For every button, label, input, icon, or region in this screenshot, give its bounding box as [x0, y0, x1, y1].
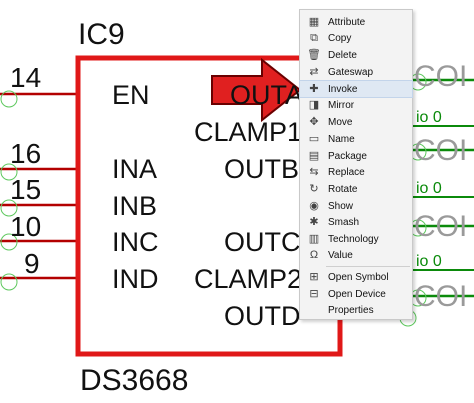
- net-label: COI: [414, 60, 468, 93]
- part-value-label: DS3668: [80, 364, 189, 397]
- menu-item-open-device[interactable]: ⊟ Open Device: [300, 286, 412, 302]
- net-label: COI: [414, 134, 468, 167]
- mirror-icon: ◨: [308, 98, 320, 111]
- pin-number-label: 16: [10, 138, 42, 169]
- menu-item-smash[interactable]: ✱ Smash: [300, 214, 412, 230]
- io-label: io 0: [416, 109, 442, 126]
- menu-item-technology[interactable]: ▥ Technology: [300, 231, 412, 247]
- context-menu: ▦ Attribute ⧉ Copy 🗑 Delete ⇄ Gateswap ✚…: [299, 9, 413, 320]
- menu-item-gateswap[interactable]: ⇄ Gateswap: [300, 64, 412, 80]
- io-label: io 0: [416, 253, 442, 270]
- menu-item-delete[interactable]: 🗑 Delete: [307, 48, 357, 61]
- pin-connection-circle: [0, 233, 18, 251]
- menu-item-replace[interactable]: ⇆ Replace: [300, 164, 412, 180]
- pin-name-label: INA: [112, 154, 158, 184]
- move-icon: ✥: [309, 115, 319, 128]
- menu-item-rotate[interactable]: ↻ Rotate: [300, 181, 412, 197]
- pin-name-label: OUTD: [224, 301, 301, 331]
- menu-item-copy[interactable]: ⧉ Copy: [300, 30, 412, 46]
- net-label: COI: [414, 210, 468, 243]
- pin-number-label: 9: [24, 248, 40, 279]
- menu-item-attribute[interactable]: ▦ Attribute: [300, 14, 412, 30]
- pin-connection-circle: [0, 163, 18, 181]
- pin-name-label: OUTB: [224, 154, 300, 184]
- name-icon: ▭: [308, 132, 320, 145]
- gateswap-icon: ⇄: [309, 65, 319, 78]
- pin-name-label: OUTA: [230, 80, 303, 110]
- technology-icon: ▥: [308, 232, 320, 245]
- pin-name-label: CLAMP1: [194, 117, 303, 147]
- menu-item-open-symbol[interactable]: ⊞ Open Symbol: [300, 269, 412, 285]
- open-device-icon: ⊟: [309, 287, 319, 300]
- pin-name-label: IND: [112, 264, 159, 294]
- menu-item-show[interactable]: ◉ Show: [300, 198, 412, 214]
- show-icon: ◉: [309, 199, 319, 212]
- package-icon: ▤: [308, 149, 320, 162]
- io-label: io 0: [416, 180, 442, 197]
- part-name-label: IC9: [78, 18, 125, 51]
- pin-connection-circle: [0, 199, 18, 217]
- pin-connection-circle: [0, 90, 18, 108]
- pin-name-label: OUTC: [224, 227, 301, 257]
- menu-item-move[interactable]: ✥ Move: [300, 114, 412, 130]
- menu-item-properties[interactable]: Properties: [300, 302, 412, 318]
- pin-name-label: INC: [112, 227, 159, 257]
- annotation-arrow: [211, 57, 302, 123]
- rotate-icon: ↻: [309, 182, 319, 195]
- menu-item-mirror[interactable]: ◨ Mirror: [300, 97, 412, 113]
- replace-icon: ⇆: [309, 165, 319, 178]
- menu-item-value[interactable]: Ω Value: [300, 247, 412, 263]
- open-symbol-icon: ⊞: [309, 270, 319, 283]
- net-label: COI: [414, 280, 468, 313]
- pin-number-label: 10: [10, 211, 42, 242]
- copy-icon: ⧉: [310, 31, 318, 44]
- pin-number-label: 15: [10, 174, 42, 205]
- pin-name-label: CLAMP2: [194, 264, 303, 294]
- pin-name-label: EN: [112, 80, 150, 110]
- delete-icon: 🗑: [307, 48, 321, 61]
- menu-item-invoke[interactable]: ✚ Invoke: [299, 80, 413, 98]
- smash-icon: ✱: [309, 215, 319, 228]
- value-icon: Ω: [309, 248, 319, 261]
- pin-number-label: 14: [10, 62, 42, 93]
- pin-connection-circle: [0, 273, 18, 291]
- menu-item-name[interactable]: ▭ Name: [300, 131, 412, 147]
- pin-name-label: INB: [112, 191, 158, 221]
- menu-item-package[interactable]: ▤ Package: [300, 148, 412, 164]
- invoke-icon: ✚: [309, 82, 319, 95]
- attribute-icon: ▦: [308, 15, 320, 28]
- menu-separator: [326, 266, 410, 267]
- properties-icon: [306, 303, 322, 317]
